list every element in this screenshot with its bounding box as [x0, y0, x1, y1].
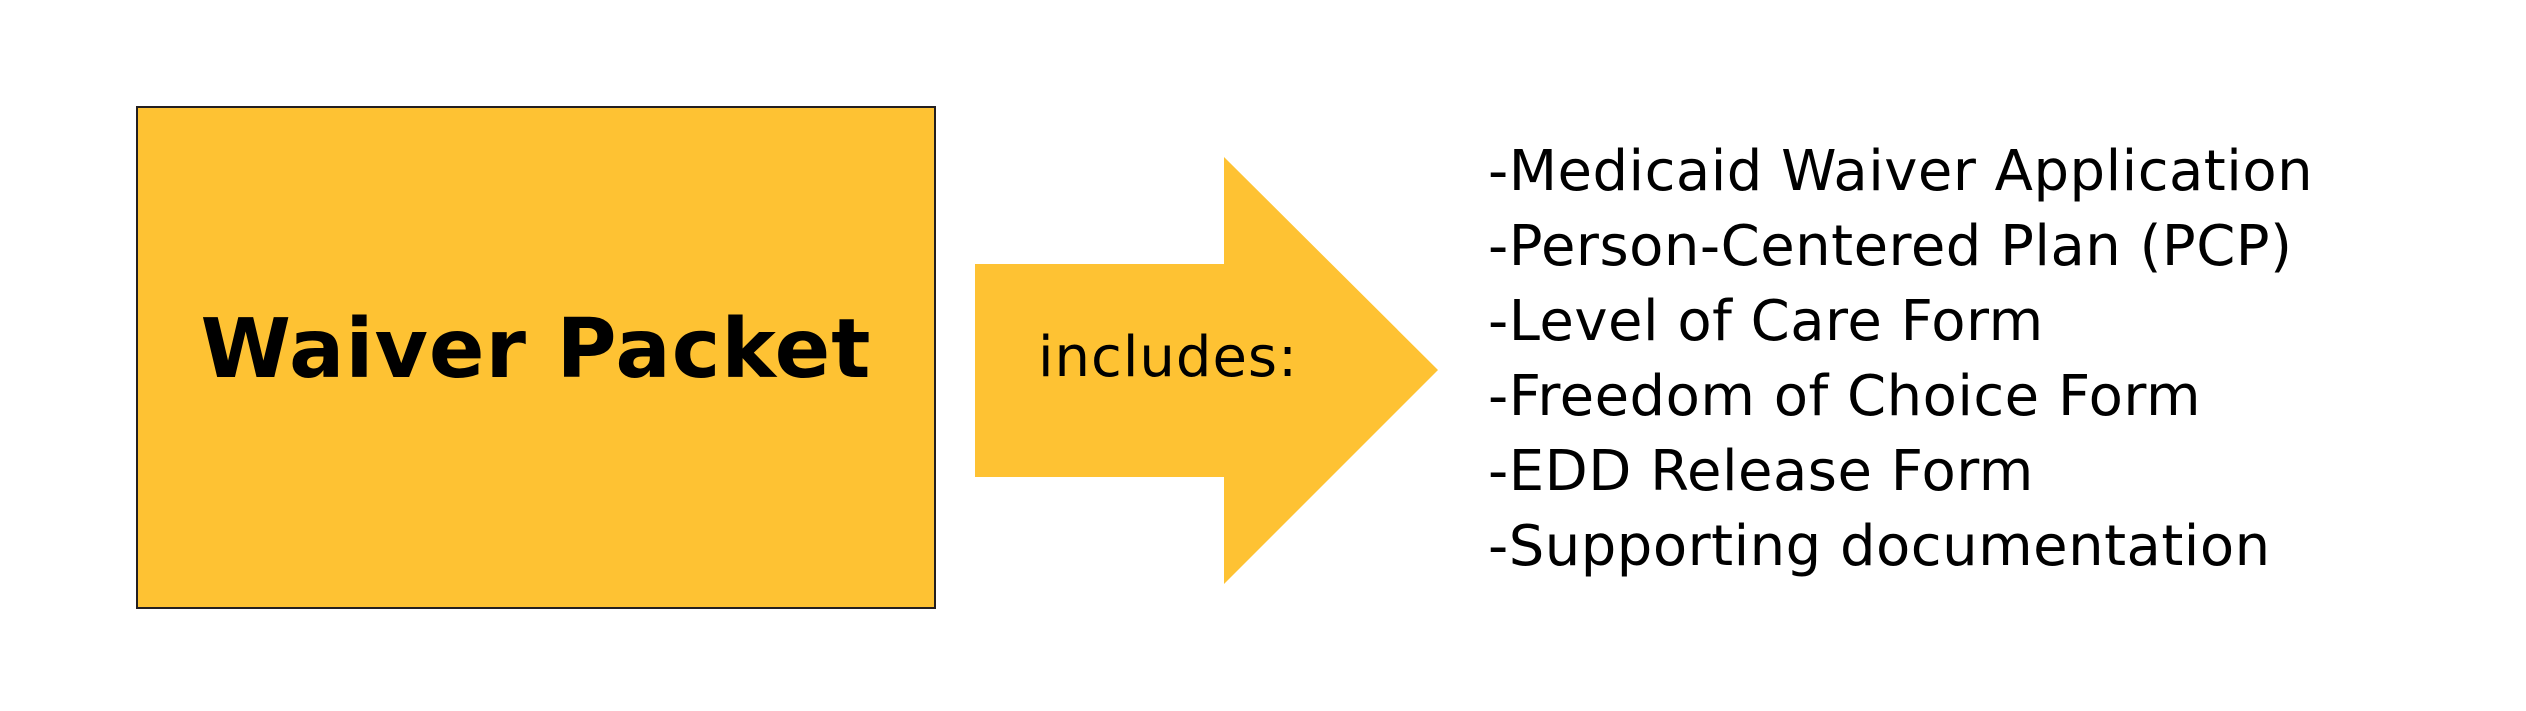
- packet-title: Waiver Packet: [200, 301, 872, 397]
- packet-contents-list: -Medicaid Waiver Application -Person-Cen…: [1488, 134, 2313, 584]
- list-item: -Level of Care Form: [1488, 289, 2044, 354]
- list-item: -Person-Centered Plan (PCP): [1488, 214, 2293, 279]
- arrow-label: includes:: [1038, 325, 1298, 390]
- waiver-packet-box: Waiver Packet: [136, 106, 936, 609]
- list-item: -Medicaid Waiver Application: [1488, 139, 2314, 204]
- list-item: -EDD Release Form: [1488, 439, 2034, 504]
- list-item: -Freedom of Choice Form: [1488, 364, 2202, 429]
- list-item: -Supporting documentation: [1488, 514, 2271, 579]
